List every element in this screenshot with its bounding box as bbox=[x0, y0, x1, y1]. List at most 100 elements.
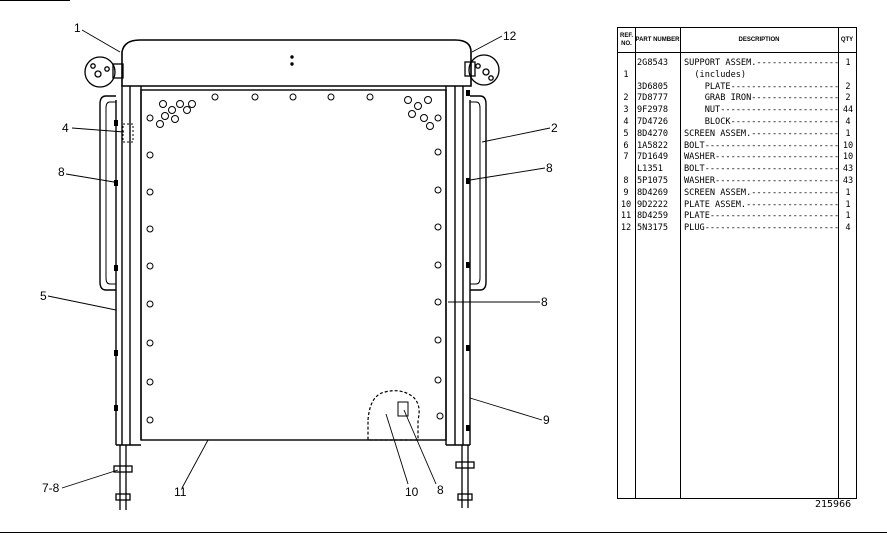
qty-cell: 10 bbox=[842, 152, 854, 163]
callout-11: 11 bbox=[174, 485, 187, 499]
callout-1: 1 bbox=[74, 21, 81, 35]
table-row: 5 8D4270 SCREEN ASSEM.--------------------… bbox=[618, 129, 856, 141]
left-upright bbox=[115, 86, 142, 446]
ref-no-cell: 8 bbox=[623, 176, 629, 186]
qty-cell: 43 bbox=[842, 164, 854, 175]
header-qty: QTY bbox=[840, 37, 854, 43]
bottom-rule bbox=[0, 532, 887, 533]
left-bolt-column bbox=[146, 114, 154, 424]
table-row: 10 9D2222 PLATE ASSEM.--------------------… bbox=[618, 200, 856, 212]
part-number-cell: 2G8543 bbox=[637, 58, 669, 68]
table-row: 3D6805 PLATE----------------------------… bbox=[618, 82, 856, 94]
part-number-cell: 1A5822 bbox=[637, 140, 669, 151]
table-row: 6 1A5822 BOLT-----------------------------… bbox=[618, 141, 856, 153]
top-rule bbox=[0, 0, 70, 1]
ref-no-cell: 3 bbox=[623, 105, 629, 116]
callout-9: 9 bbox=[543, 413, 550, 427]
leader-lines bbox=[47, 29, 551, 489]
ref-no-cell: 11 bbox=[620, 211, 632, 222]
description-cell: BOLT------------------------------------… bbox=[684, 140, 840, 151]
screen-panel bbox=[140, 89, 447, 441]
ref-no-cell: 5 bbox=[623, 128, 629, 139]
part-number-cell: 3D6805 bbox=[637, 81, 669, 92]
qty-cell: 4 bbox=[845, 223, 851, 234]
ref-no-cell: 7 bbox=[623, 152, 629, 163]
ref-no-cell: 10 bbox=[620, 199, 632, 210]
column-divider bbox=[838, 28, 839, 498]
header-ref-no: REF. NO. bbox=[619, 33, 633, 47]
description-cell: NUT-------------------------------------… bbox=[704, 105, 840, 116]
plate-assembly-cutaway bbox=[367, 390, 420, 441]
right-leg bbox=[455, 445, 475, 508]
table-row: 12 5N3175 PLUG----------------------------… bbox=[618, 223, 856, 235]
callout-4: 4 bbox=[62, 121, 69, 135]
description-cell: SUPPORT ASSEM.--------------------------… bbox=[684, 58, 840, 68]
table-row: L1351 BOLT-------------------------------… bbox=[618, 164, 856, 176]
header-description: DESCRIPTION bbox=[738, 37, 780, 43]
bolt-cluster-right bbox=[404, 96, 434, 130]
column-divider bbox=[680, 28, 681, 498]
qty-cell: 44 bbox=[842, 105, 854, 116]
table-row: 85P1075WASHER---------------------------… bbox=[618, 176, 856, 188]
ref-no-cell: 1 bbox=[623, 69, 629, 80]
parts-list-table: REF. NO. PART NUMBER DESCRIPTION QTY 2G8… bbox=[617, 27, 857, 499]
description-cell: PLATE-----------------------------------… bbox=[684, 211, 840, 222]
qty-cell: 1 bbox=[845, 187, 851, 198]
callout-8: 8 bbox=[541, 295, 548, 309]
qty-cell: 1 bbox=[845, 199, 851, 210]
part-number-cell: 7D8777 bbox=[637, 93, 669, 104]
qty-cell: 2 bbox=[845, 81, 851, 92]
upright-side-bolts bbox=[114, 90, 470, 431]
table-row: 9 8D4269 SCREEN ASSEM.--------------------… bbox=[618, 188, 856, 200]
qty-cell: 1 bbox=[845, 58, 851, 68]
callout-10: 10 bbox=[405, 485, 419, 499]
top-bolt bbox=[290, 55, 294, 59]
callout-8: 8 bbox=[58, 165, 65, 179]
part-number-cell: 5P1075 bbox=[637, 176, 669, 186]
description-cell: PLUG------------------------------------… bbox=[684, 223, 840, 234]
description-cell: GRAB IRON-------------------------------… bbox=[704, 93, 840, 104]
description-cell: WASHER----------------------------------… bbox=[684, 152, 840, 163]
part-number-cell: 9F2978 bbox=[637, 105, 669, 116]
table-row: 2 7D8777 GRAB IRON-----------------------… bbox=[618, 93, 856, 105]
part-number-cell: 9D2222 bbox=[637, 199, 669, 210]
right-plug bbox=[464, 54, 500, 86]
right-bolt-column bbox=[434, 114, 444, 420]
qty-cell: 1 bbox=[845, 211, 851, 222]
table-row: 77D1649WASHER---------------------------… bbox=[618, 152, 856, 164]
qty-cell: 2 bbox=[845, 93, 851, 104]
table-row: 3 9F2978 NUT-----------------------------… bbox=[618, 105, 856, 117]
description-cell: BLOCK-----------------------------------… bbox=[704, 117, 840, 127]
qty-cell: 43 bbox=[842, 176, 854, 186]
part-number-cell: L1351 bbox=[637, 164, 663, 175]
part-number-cell: 8D4270 bbox=[637, 128, 669, 139]
header-divider bbox=[618, 52, 856, 53]
part-number-cell: 5N3175 bbox=[637, 223, 669, 234]
qty-cell: 10 bbox=[842, 140, 854, 151]
description-cell: BOLT------------------------------------… bbox=[684, 164, 840, 175]
ref-no-cell: 12 bbox=[620, 223, 632, 234]
qty-cell: 4 bbox=[845, 117, 851, 127]
exploded-parts-diagram: 1 12 4 2 8 8 5 8 9 7-8 11 10 8 bbox=[40, 21, 558, 510]
ref-no-cell: 4 bbox=[623, 117, 629, 127]
description-cell: SCREEN ASSEM.---------------------------… bbox=[684, 128, 840, 139]
description-cell: PLATE ASSEM.----------------------------… bbox=[684, 199, 840, 210]
callout-7-8: 7-8 bbox=[42, 481, 60, 495]
ref-no-cell: 2 bbox=[623, 93, 629, 104]
callout-2: 2 bbox=[551, 121, 558, 135]
part-number-cell: 8D4269 bbox=[637, 187, 669, 198]
description-cell: SCREEN ASSEM.---------------------------… bbox=[684, 187, 840, 198]
support-top-bar bbox=[121, 39, 472, 87]
left-plug bbox=[84, 56, 124, 88]
ref-no-cell: 9 bbox=[623, 187, 629, 198]
bolt-cluster-left bbox=[156, 100, 196, 128]
table-row: 1 (includes) bbox=[618, 70, 856, 82]
qty-cell: 1 bbox=[845, 128, 851, 139]
callout-5: 5 bbox=[40, 289, 47, 303]
ref-no-cell: 6 bbox=[623, 140, 629, 151]
left-grab-iron bbox=[99, 95, 116, 291]
table-row: 11 8D4259 PLATE---------------------------… bbox=[618, 211, 856, 223]
part-number-cell: 8D4259 bbox=[637, 211, 669, 222]
table-row: 2G8543 SUPPORT ASSEM.--------------------… bbox=[618, 58, 856, 70]
